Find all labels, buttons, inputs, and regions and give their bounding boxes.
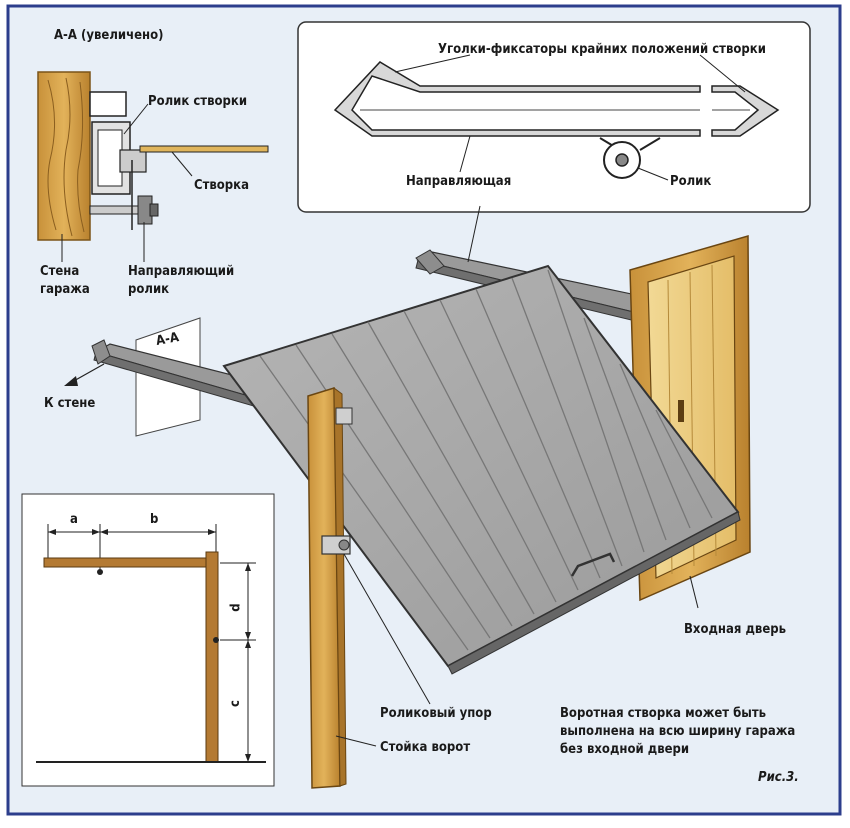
label-roller-stop: Роликовый упор — [380, 706, 492, 721]
label-guide-roller-2: ролик — [128, 282, 170, 297]
note-line-1: Воротная створка может быть — [560, 706, 767, 721]
dim-label-c: c — [227, 700, 243, 707]
label-entrance-door: Входная дверь — [684, 622, 787, 637]
dimension-inset — [21, 493, 275, 787]
label-garage-wall-2: гаража — [40, 282, 90, 297]
label-garage-wall-1: Стена — [40, 264, 80, 279]
guide-detail-inset — [297, 21, 811, 213]
note-line-3: без входной двери — [560, 742, 690, 757]
dim-label-d: d — [228, 603, 244, 612]
label-to-wall: К стене — [44, 396, 96, 411]
guide-rail-left — [333, 61, 701, 137]
note-line-2: выполнена на всю ширину гаража — [560, 724, 796, 739]
label-roller-leaf: Ролик створки — [148, 94, 248, 109]
gate-leaf — [222, 264, 741, 675]
garage-wall-wood — [37, 71, 91, 241]
section-title: А-А (увеличено) — [54, 28, 164, 43]
label-guide: Направляющая — [406, 174, 512, 189]
label-corner-stops: Уголки-фиксаторы крайних положений створ… — [438, 42, 766, 57]
label-roller: Ролик — [670, 174, 712, 189]
gate-post — [307, 386, 353, 789]
label-leaf: Створка — [194, 178, 250, 193]
label-guide-roller-1: Направляющий — [128, 264, 235, 279]
label-gate-post: Стойка ворот — [380, 740, 471, 755]
figure-number: Рис.3. — [758, 770, 799, 785]
gate-handle — [570, 552, 616, 577]
dim-label-b: b — [150, 512, 159, 527]
dim-label-a: a — [70, 512, 78, 527]
guide-rail-right — [711, 85, 780, 137]
section-detail-aa — [37, 71, 269, 262]
